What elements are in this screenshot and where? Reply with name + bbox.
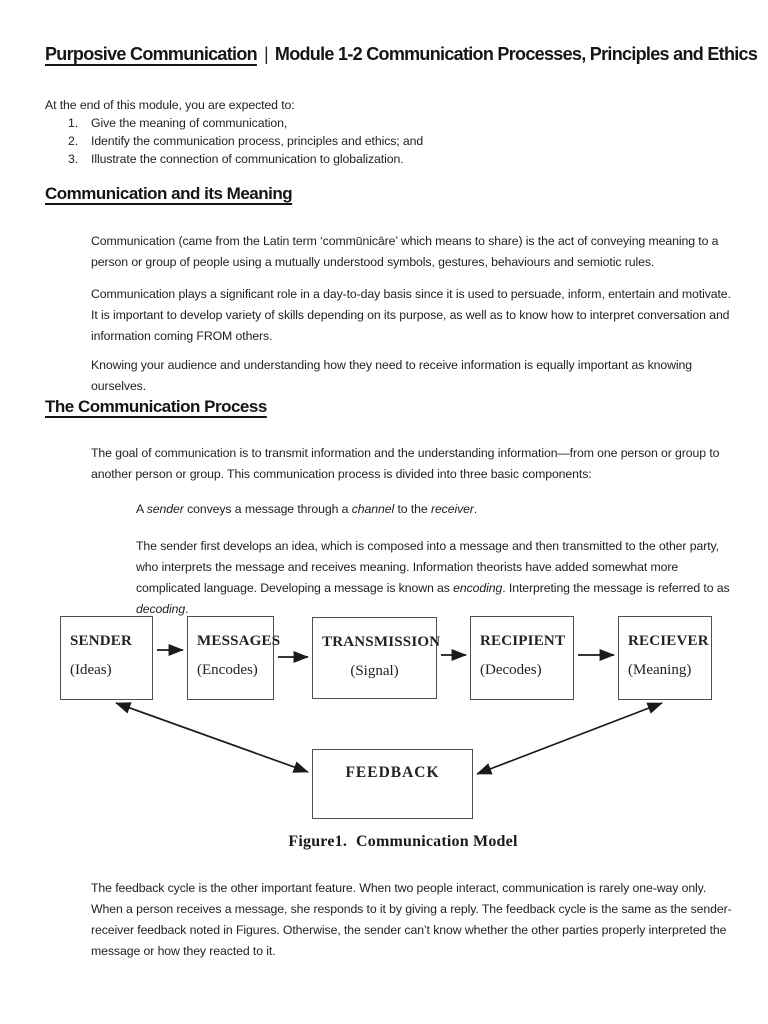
box-subtitle: (Ideas): [70, 662, 112, 678]
item-number: 3.: [68, 152, 79, 166]
diagram-box-recipient: RECIPIENT (Decodes): [470, 616, 574, 700]
title-separator: |: [263, 44, 269, 64]
box-title: SENDER: [70, 633, 133, 649]
box-title: RECIEVER: [628, 633, 709, 649]
box-subtitle: (Decodes): [480, 662, 542, 678]
text-run: .: [473, 502, 478, 516]
feedback-label: FEEDBACK: [345, 764, 440, 781]
caption-number: Figure1.: [288, 833, 348, 850]
title-module: Module 1-2 Communication Processes, Prin…: [274, 44, 758, 64]
diagram-box-messages: MESSAGES (Encodes): [187, 616, 281, 700]
italic-term-receiver: receiver: [430, 502, 474, 516]
objectives-list: 1. Give the meaning of communication, 2.…: [68, 114, 668, 168]
box-title: TRANSMISSION: [322, 634, 441, 650]
diagram-arrows: [115, 644, 663, 775]
italic-term-sender: sender: [146, 502, 184, 516]
text-run: The sender first develops an idea, which…: [136, 539, 719, 595]
document-title: Purposive Communication|Module 1-2 Commu…: [45, 44, 758, 65]
text-run: to the: [394, 502, 431, 516]
list-item: 3. Illustrate the connection of communic…: [68, 150, 668, 168]
list-item: 1. Give the meaning of communication,: [68, 114, 668, 132]
paragraph-closing: The feedback cycle is the other importan…: [91, 881, 732, 958]
paragraph-process-2: The sender first develops an idea, which…: [136, 536, 730, 620]
paragraph-meaning-2: Communication plays a significant role i…: [91, 287, 731, 343]
list-item: 2. Identify the communication process, p…: [68, 132, 668, 150]
item-text: Identify the communication process, prin…: [91, 134, 424, 148]
section-heading-process: The Communication Process: [45, 397, 267, 416]
diagram-communication-model: SENDER (Ideas) MESSAGES (Encodes) TRANSM…: [0, 610, 768, 826]
text-run: . Interpreting the message is referred t…: [502, 581, 730, 595]
paragraph-sender-line: A sender conveys a message through a cha…: [136, 499, 736, 520]
italic-term-channel: channel: [351, 502, 395, 516]
item-number: 2.: [68, 134, 79, 148]
section-heading-meaning: Communication and its Meaning: [45, 184, 293, 203]
paragraph-process-1: The goal of communication is to transmit…: [91, 446, 720, 481]
title-course: Purposive Communication: [45, 44, 258, 64]
diagram-box-transmission: TRANSMISSION (Signal): [312, 617, 441, 699]
diagram-box-feedback: FEEDBACK: [312, 749, 473, 819]
item-text: Give the meaning of communication,: [91, 116, 288, 130]
box-subtitle: (Signal): [350, 663, 399, 679]
text-run: conveys a message through a: [183, 502, 352, 516]
paragraph-meaning-1: Communication (came from the Latin term …: [91, 234, 719, 269]
arrow-feedback-to-sender: [115, 702, 309, 773]
box-title: RECIPIENT: [480, 633, 566, 649]
item-number: 1.: [68, 116, 79, 130]
text-run: .: [185, 602, 189, 616]
caption-text: Communication Model: [356, 833, 518, 850]
paragraph-meaning-3: Knowing your audience and understanding …: [91, 358, 693, 393]
italic-term-encoding: encoding: [453, 581, 503, 595]
diagram-box-sender: SENDER (Ideas): [60, 616, 153, 700]
box-title: MESSAGES: [197, 633, 281, 649]
text-run: A: [136, 502, 147, 516]
arrow-receiver-to-feedback: [476, 702, 663, 775]
figure-caption: Figure1. Communication Model: [45, 833, 761, 851]
objectives-intro: At the end of this module, you are expec…: [45, 98, 295, 112]
item-text: Illustrate the connection of communicati…: [91, 152, 404, 166]
diagram-box-receiver: RECIEVER (Meaning): [618, 616, 712, 700]
box-subtitle: (Meaning): [628, 662, 692, 678]
box-subtitle: (Encodes): [197, 662, 258, 678]
italic-term-decoding: decoding: [136, 602, 186, 616]
